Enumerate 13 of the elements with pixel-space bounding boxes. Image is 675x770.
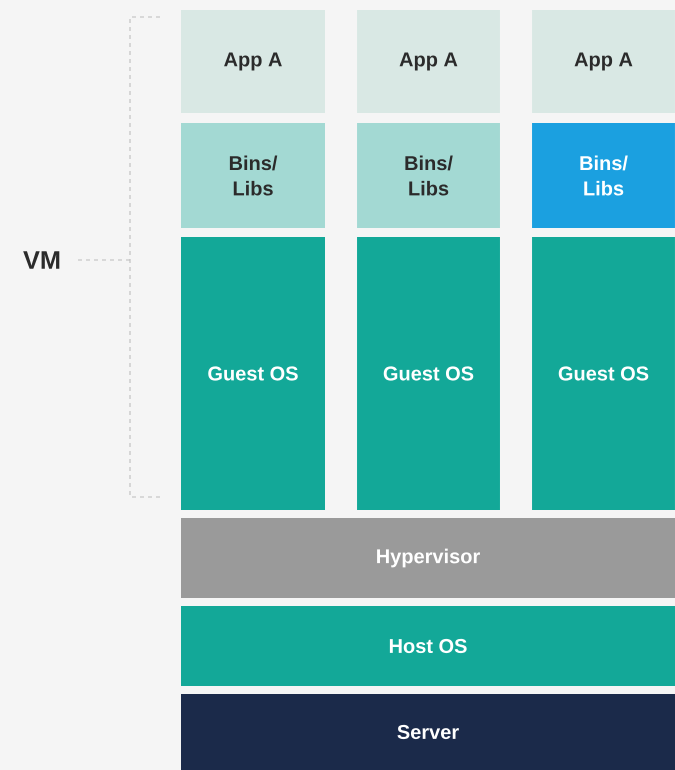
guest-os-box: Guest OS bbox=[357, 236, 500, 510]
side-label: VM bbox=[23, 251, 60, 269]
guest-os-box: Guest OS bbox=[181, 236, 325, 510]
host-os-layer: Host OS bbox=[181, 606, 675, 686]
app-box: App A bbox=[357, 10, 500, 113]
library-box: Bins/ Libs bbox=[532, 122, 675, 228]
library-box: Bins/ Libs bbox=[181, 122, 325, 228]
guest-os-box: Guest OS bbox=[532, 236, 675, 510]
app-box: App A bbox=[532, 10, 675, 113]
library-box: Bins/ Libs bbox=[357, 122, 500, 228]
app-box: App A bbox=[181, 10, 325, 113]
hypervisor-layer: Hypervisor bbox=[181, 518, 675, 598]
server-layer: Server bbox=[181, 694, 675, 770]
